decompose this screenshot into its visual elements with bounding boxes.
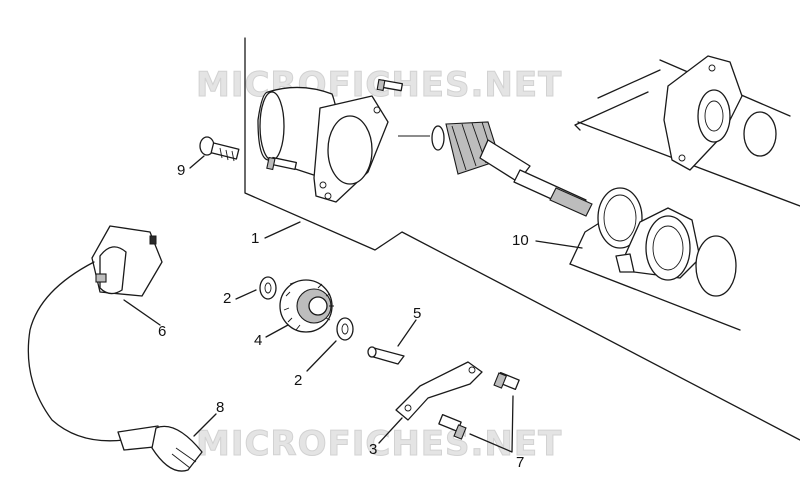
armature-rotor <box>398 121 593 217</box>
watermark-bottom: MICROFICHES.NET <box>196 424 562 464</box>
leader-6 <box>123 299 161 326</box>
callout-2-upper: 2 <box>223 290 231 307</box>
leader-9 <box>189 155 205 169</box>
front-bushing-group <box>597 187 737 297</box>
bracket-screw-top <box>493 371 520 391</box>
callout-8: 8 <box>216 399 224 416</box>
rear-end-cap <box>663 55 743 171</box>
callout-7: 7 <box>516 454 524 471</box>
starter-solenoid <box>91 225 163 297</box>
callout-1: 1 <box>251 230 259 247</box>
leader-2a <box>235 289 257 300</box>
cap-screw <box>199 136 240 162</box>
retaining-bracket <box>395 361 483 421</box>
leader-5 <box>397 319 417 347</box>
callout-2-lower: 2 <box>294 372 302 389</box>
leader-4 <box>265 324 289 338</box>
solenoid-lead <box>27 261 125 442</box>
bracket-screw-bottom <box>438 413 467 440</box>
leader-8 <box>193 413 217 437</box>
leader-3 <box>378 417 403 444</box>
callout-4: 4 <box>254 332 262 349</box>
thrust-washer-bottom <box>336 317 354 341</box>
callout-9: 9 <box>177 162 185 179</box>
starter-motor-housing <box>257 86 389 203</box>
leader-7 <box>469 395 514 453</box>
leader-10 <box>535 240 583 249</box>
leader-2b <box>306 340 337 372</box>
rear-o-ring <box>743 111 777 157</box>
callout-6: 6 <box>158 323 166 340</box>
callout-10: 10 <box>512 232 529 249</box>
spark-connector <box>117 425 203 472</box>
callout-5: 5 <box>413 305 421 322</box>
housing-bolt-bottom <box>266 156 298 171</box>
callout-3: 3 <box>369 441 377 458</box>
leader-1 <box>264 221 301 239</box>
housing-bolt-top <box>376 78 404 92</box>
drive-gear <box>279 279 334 333</box>
shaft-pin <box>367 346 405 365</box>
thrust-washer-top <box>259 276 277 300</box>
